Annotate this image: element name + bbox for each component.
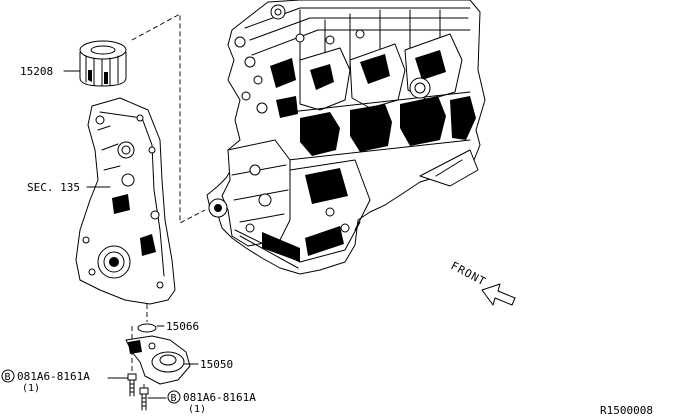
bolt-symbol-lower: B [171, 393, 177, 404]
bolt-lower [139, 387, 149, 411]
leader-lines [63, 70, 199, 399]
front-label: FRONT [449, 259, 489, 288]
callout-o-ring: 15066 [166, 320, 199, 333]
alignment-leader-dashed [131, 13, 206, 224]
callout-oil-filter: 15208 [20, 65, 53, 78]
bolt-symbol-circle-upper [1, 369, 15, 383]
callout-bolt-lower-qty: (1) [188, 404, 206, 415]
callout-bolt-upper-part: 081A6-8161A [17, 370, 90, 383]
bolt-upper [127, 373, 137, 397]
callout-filter-bracket: 15050 [200, 358, 233, 371]
oil-filter [79, 40, 127, 87]
bolt-symbol-upper: B [5, 372, 11, 383]
oil-filter-bracket [125, 335, 191, 385]
front-direction-arrow [481, 283, 516, 306]
bolt-symbol-circle-lower [167, 390, 181, 404]
engine-block [206, 0, 486, 275]
callout-bolt-lower-part: 081A6-8161A [183, 391, 256, 404]
o-ring-gasket [137, 323, 157, 333]
diagram-code: R1500008 [600, 404, 653, 417]
bolt-dashed-line [131, 326, 145, 388]
callout-front-cover-section: SEC. 135 [27, 181, 80, 194]
callout-bolt-upper-qty: (1) [22, 383, 40, 394]
front-timing-cover [75, 97, 176, 305]
